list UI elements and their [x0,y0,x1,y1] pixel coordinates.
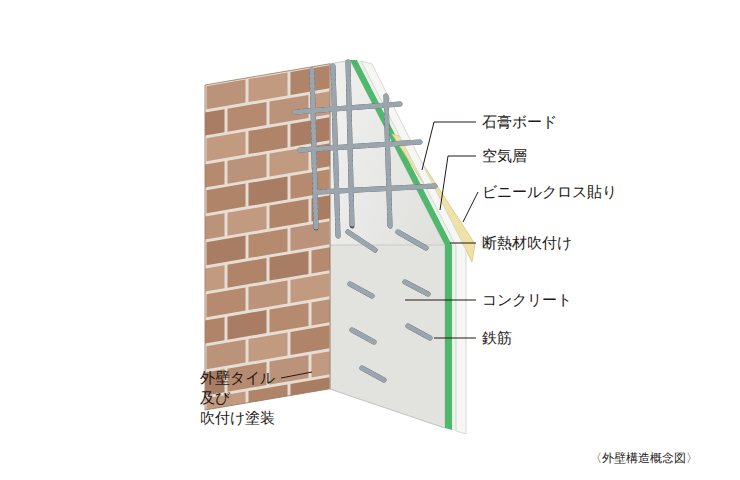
part-label: 空気層 [482,146,527,166]
tile-brick [205,265,225,295]
tile-brick [207,184,246,214]
tile-bricks [205,64,330,410]
tile-brick [249,332,288,362]
part-label: 鉄筋 [482,328,512,348]
gypsum-board [361,61,466,434]
concrete-section [330,245,445,428]
tile-brick [249,176,288,206]
tile-brick [270,303,309,333]
leader-line [434,338,476,339]
tile-brick [207,236,246,266]
rebar-ends [350,282,430,380]
tile-brick [270,355,309,385]
tile-brick [249,228,288,258]
tile-brick [207,288,246,318]
tile-brick [205,213,225,243]
concrete-body [330,60,445,428]
tile-brick [228,206,267,236]
tile-brick [205,161,225,191]
tile-brick [249,124,288,154]
part-label-multiline: 外壁タイル 及び 吹付け塗装 [200,368,284,428]
tile-brick [228,102,267,132]
tile-edge [205,64,330,410]
tile-face [144,50,414,432]
part-label: コンクリート [482,290,572,310]
leader-lines [281,122,478,378]
tile-brick [291,169,330,199]
tile-brick [312,296,331,326]
leader-line [281,372,312,378]
tile-brick [291,221,330,251]
tile-brick [207,132,246,162]
figure-caption: 〈外壁構造概念図〉 [590,450,698,466]
part-label: 断熱材吹付け [482,233,572,253]
tile-brick [291,325,330,355]
tile-brick [291,117,330,147]
leader-line [440,156,476,210]
tile-brick [205,109,225,139]
tile-brick [249,280,288,310]
tile-brick [228,258,267,288]
tile-brick [205,317,225,347]
tile-brick [291,273,330,303]
rebar-grid [295,62,435,250]
part-label: ビニールクロス貼り [482,182,617,202]
tile-brick [228,154,267,184]
leader-line [450,243,476,244]
leader-line [405,300,476,301]
tile-brick [270,251,309,281]
tile-brick [228,310,267,340]
part-label: 石膏ボード [482,112,557,132]
tile-brick [312,348,331,378]
leader-line [422,122,476,170]
leader-line [463,192,478,222]
tile-brick [312,244,331,274]
tile-brick [207,340,246,370]
tile-brick [270,199,309,229]
